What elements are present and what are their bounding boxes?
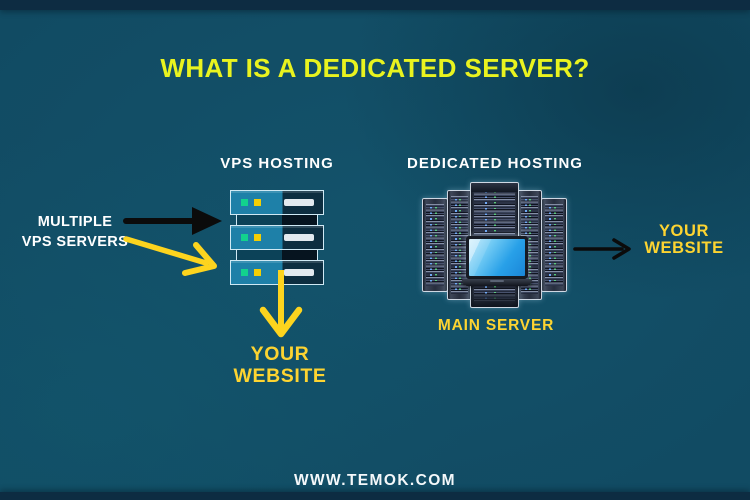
drive-bay-icon <box>284 234 314 241</box>
tower-top-cap <box>471 183 518 192</box>
led-yellow-icon <box>254 234 261 241</box>
led-column <box>549 207 552 283</box>
your-website-label-left: YOUR WEBSITE <box>200 343 360 387</box>
main-server-label: MAIN SERVER <box>437 317 555 334</box>
tower-pedestal <box>471 294 518 307</box>
vps-server-unit <box>230 260 324 285</box>
led-column <box>459 199 462 291</box>
footer-website-url: WWW.TEMOK.COM <box>294 472 456 489</box>
vps-hosting-heading: VPS HOSTING <box>220 155 334 172</box>
multiple-vps-servers-label: MULTIPLE VPS SERVERS <box>0 212 150 252</box>
dedicated-hosting-heading: DEDICATED HOSTING <box>407 155 583 172</box>
your-website-left-line1: YOUR <box>250 343 310 365</box>
laptop-base <box>462 279 532 286</box>
vps-rack-connector <box>236 215 318 225</box>
led-green-icon <box>241 199 248 206</box>
top-border-bar <box>0 0 750 10</box>
vps-server-stack-icon <box>230 190 324 285</box>
multiple-vps-line2: VPS SERVERS <box>21 234 129 250</box>
led-column <box>529 199 532 291</box>
vps-rack-connector <box>236 250 318 260</box>
bottom-border-bar <box>0 492 750 500</box>
led-green-icon <box>241 269 248 276</box>
your-website-left-line2: WEBSITE <box>233 365 327 387</box>
led-column <box>553 207 556 283</box>
led-green-icon <box>241 234 248 241</box>
vps-server-unit <box>230 225 324 250</box>
arrow-right-black-small-icon <box>573 238 631 260</box>
dedicated-server-rack-icon <box>422 182 567 308</box>
drive-bay-icon <box>284 199 314 206</box>
laptop-icon <box>462 236 532 286</box>
multiple-vps-line1: MULTIPLE <box>37 214 113 230</box>
laptop-screen-glow <box>469 239 525 276</box>
led-yellow-icon <box>254 269 261 276</box>
arrow-diagonal-yellow-icon <box>123 236 217 276</box>
vps-server-unit <box>230 190 324 215</box>
server-tower <box>541 198 567 292</box>
your-website-right-line1: YOUR <box>658 222 710 240</box>
led-column <box>430 207 433 283</box>
arrow-right-black-icon <box>123 207 222 235</box>
page-title: WHAT IS A DEDICATED SERVER? <box>160 53 590 83</box>
drive-bay-icon <box>284 269 314 276</box>
your-website-label-right: YOUR WEBSITE <box>624 223 744 257</box>
laptop-screen <box>466 236 528 279</box>
led-yellow-icon <box>254 199 261 206</box>
server-tower <box>422 198 448 292</box>
your-website-right-line2: WEBSITE <box>644 239 724 257</box>
led-column <box>454 199 457 291</box>
led-column <box>434 207 437 283</box>
arrow-down-yellow-icon <box>259 270 303 338</box>
